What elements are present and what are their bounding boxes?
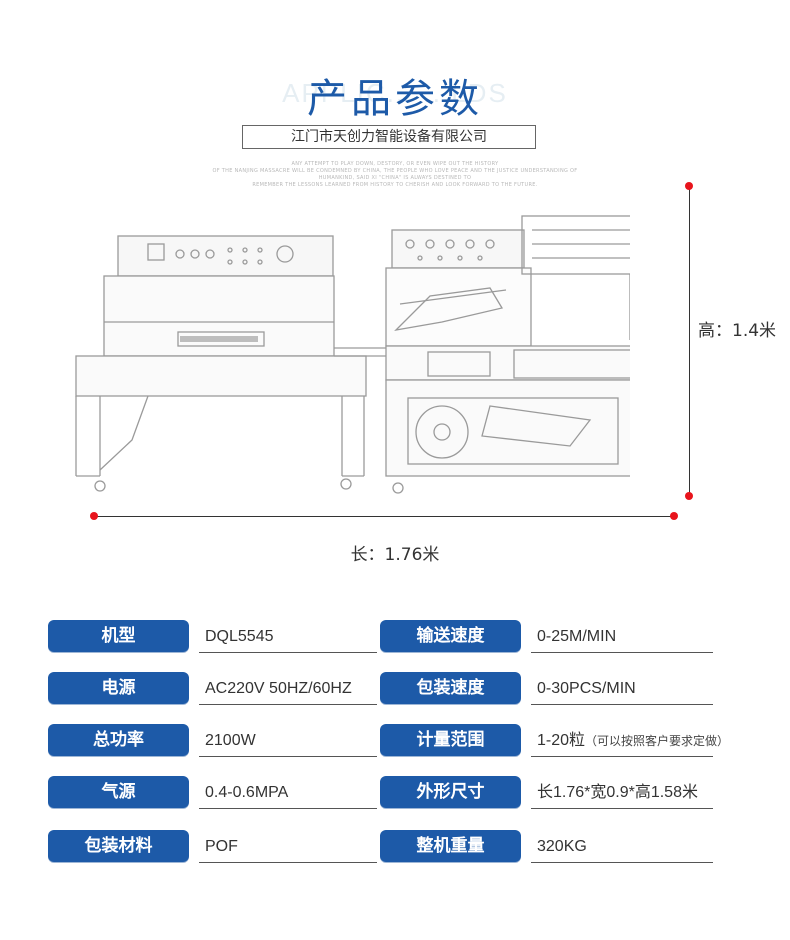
- spec-value: 0.4-0.6MPA: [199, 778, 377, 809]
- spec-value: 1-20粒（可以按照客户要求定做）: [531, 726, 729, 757]
- fine-print-line: ANY ATTEMPT TO PLAY DOWN, DESTORY, OR EV…: [291, 161, 499, 167]
- length-label: 长：1.76米: [350, 545, 440, 565]
- spec-label: 整机重量: [380, 830, 521, 862]
- ghost-watermark-text: APPLIC... ...LDS: [282, 78, 508, 108]
- spec-value: AC220V 50HZ/60HZ: [199, 674, 377, 705]
- spec-value: 2100W: [199, 726, 377, 757]
- spec-value: 320KG: [531, 832, 713, 863]
- fine-print-line: HUMANKIND, SAID XI "CHINA" IS ALWAYS DES…: [318, 175, 472, 181]
- length-dimension-line: [94, 516, 674, 517]
- machine-illustration: [75, 215, 630, 494]
- spec-label: 包装材料: [48, 830, 189, 862]
- company-name: 江门市天创力智能设备有限公司: [242, 125, 536, 149]
- height-dimension-line: [689, 186, 690, 496]
- spec-label: 气源: [48, 776, 189, 808]
- spec-label: 输送速度: [380, 620, 521, 652]
- spec-label: 总功率: [48, 724, 189, 756]
- length-right-dot: [670, 512, 678, 520]
- length-left-dot: [90, 512, 98, 520]
- height-top-dot: [685, 182, 693, 190]
- spec-value-main: 1-20粒: [537, 732, 586, 749]
- spec-value-note: （可以按照客户要求定做）: [585, 734, 730, 748]
- spec-value: 长1.76*宽0.9*高1.58米: [531, 778, 713, 809]
- spec-value: 0-25M/MIN: [531, 622, 713, 653]
- spec-label: 包装速度: [380, 672, 521, 704]
- header: APPLIC... ...LDS 产品参数: [0, 60, 790, 130]
- fine-print-line: OF THE NANJING MASSACRE WILL BE CONDEMNE…: [212, 168, 578, 174]
- fine-print-line: REMEMBER THE LESSONS LEARNED FROM HISTOR…: [252, 182, 538, 188]
- page-title: 产品参数: [307, 76, 483, 122]
- spec-value: 0-30PCS/MIN: [531, 674, 713, 705]
- fine-print: ANY ATTEMPT TO PLAY DOWN, DESTORY, OR EV…: [200, 161, 590, 189]
- spec-label: 电源: [48, 672, 189, 704]
- spec-label: 计量范围: [380, 724, 521, 756]
- spec-value: POF: [199, 832, 377, 863]
- height-bottom-dot: [685, 492, 693, 500]
- height-label: 高：1.4米: [698, 321, 777, 341]
- spec-label: 外形尺寸: [380, 776, 521, 808]
- spec-label: 机型: [48, 620, 189, 652]
- spec-value: DQL5545: [199, 622, 377, 653]
